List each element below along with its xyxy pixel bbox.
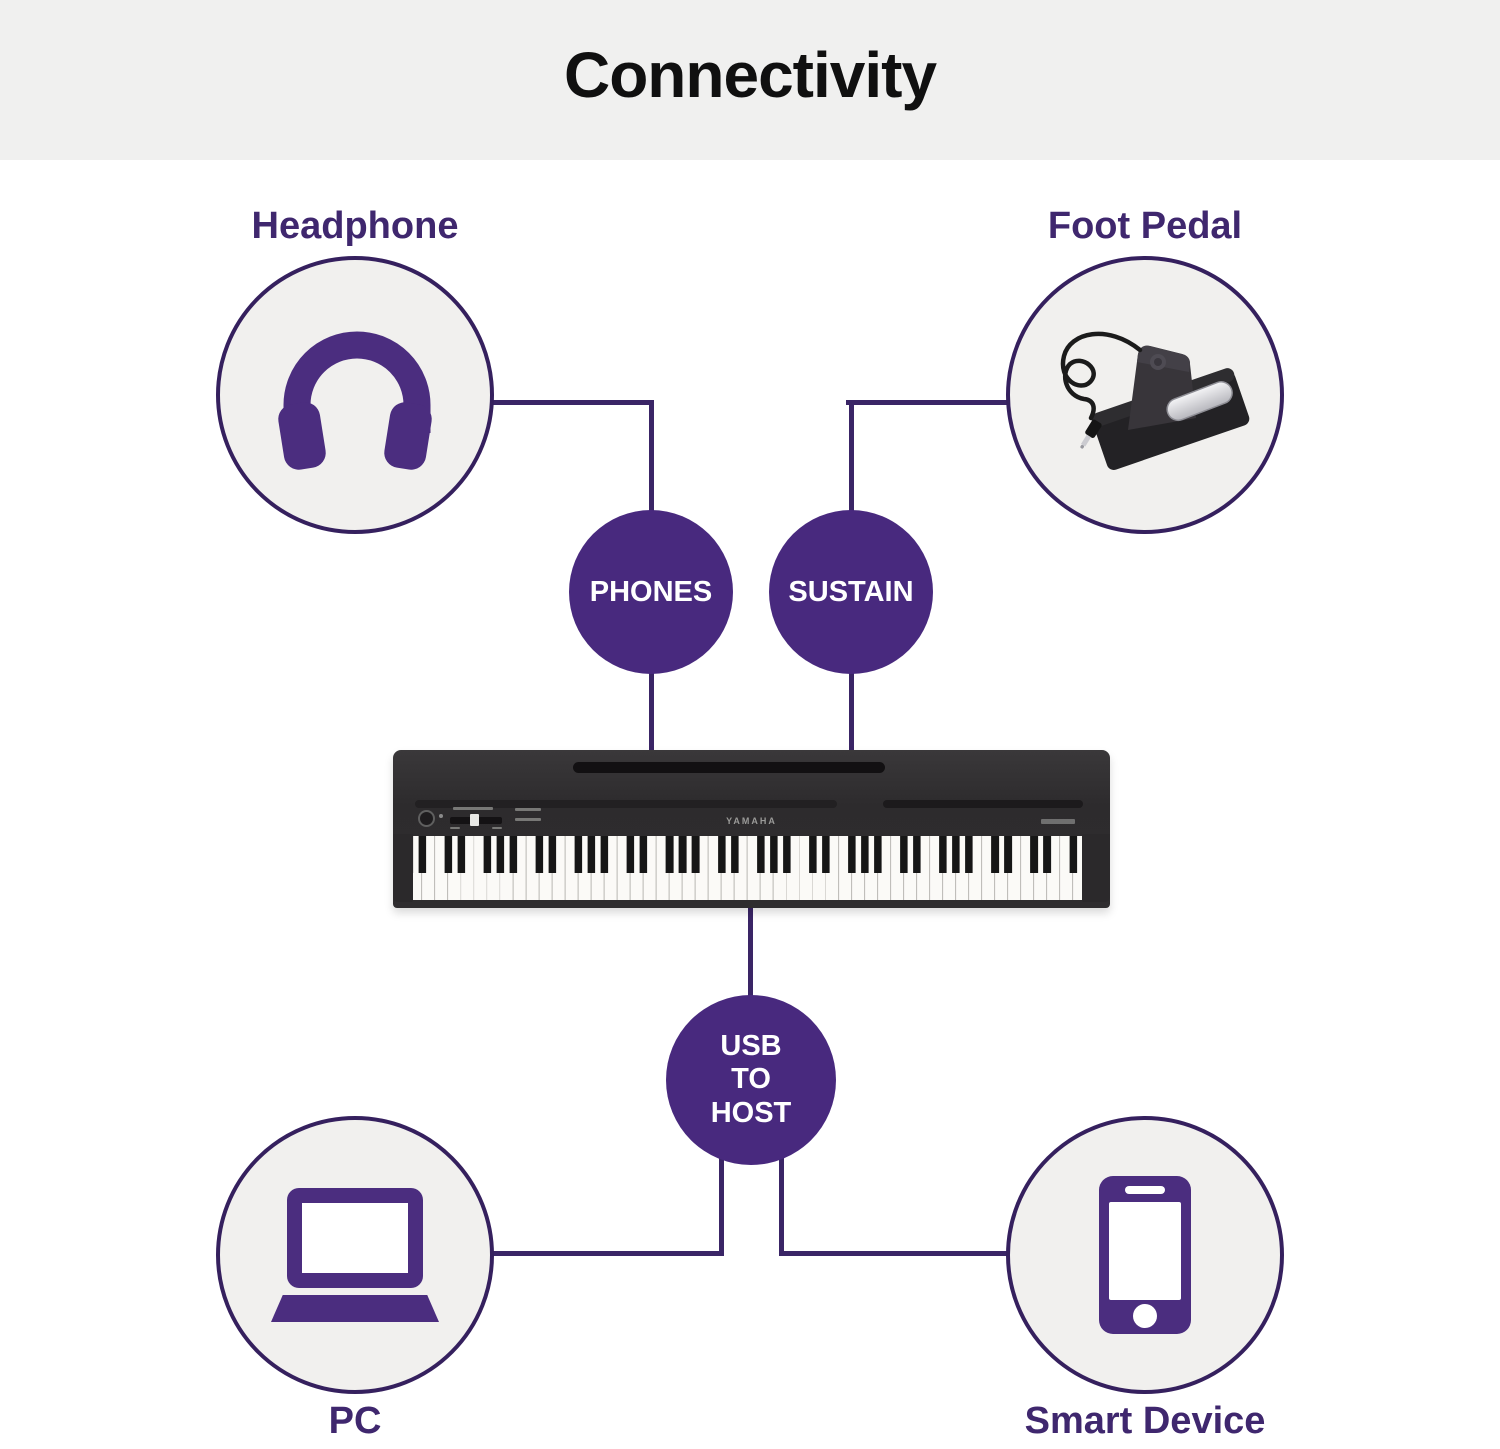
- piano-volume-knob: [470, 814, 479, 826]
- smartphone-icon: [1099, 1176, 1191, 1334]
- foot-pedal-label: Foot Pedal: [1047, 205, 1243, 247]
- piano-min-caption: [450, 827, 460, 829]
- piano-power-button: [418, 810, 435, 827]
- laptop-icon: [271, 1188, 439, 1322]
- connector-footpedal-sustain-horizontal: [846, 400, 1013, 405]
- piano-endcap-right: [1082, 834, 1110, 902]
- piano-volume-caption: [453, 807, 493, 810]
- smartphone-screen: [1109, 1202, 1181, 1300]
- headphone-label: Headphone: [251, 205, 459, 247]
- headphones-icon: [253, 309, 457, 481]
- usb-to-host-port-badge: USB TO HOST: [666, 995, 836, 1165]
- smartphone-speaker-slot: [1125, 1186, 1165, 1194]
- usb-to-host-line2: TO: [731, 1063, 771, 1096]
- connector-usb-pc-horizontal: [490, 1251, 724, 1256]
- connector-usb-left-vertical: [719, 1155, 724, 1256]
- connector-headphone-phones-vertical: [649, 402, 654, 514]
- phones-port-badge: PHONES: [569, 510, 733, 674]
- connector-phones-piano: [649, 668, 654, 754]
- connector-footpedal-sustain-vertical: [849, 402, 854, 514]
- pc-label: PC: [328, 1400, 382, 1442]
- smart-device-circle: [1006, 1116, 1284, 1394]
- piano-black-keys: [413, 836, 1090, 873]
- connector-headphone-phones-horizontal: [487, 400, 654, 405]
- phones-port-label: PHONES: [589, 575, 713, 608]
- sustain-port-label: SUSTAIN: [788, 575, 914, 608]
- connector-piano-usb: [748, 900, 753, 1000]
- usb-to-host-line1: USB: [720, 1029, 782, 1062]
- smartphone-home-button: [1133, 1304, 1157, 1328]
- yamaha-logo: YAMAHA: [726, 816, 777, 826]
- piano-function-caption-1: [515, 808, 541, 811]
- pc-circle: [216, 1116, 494, 1394]
- piano-model-tag: [1041, 819, 1075, 824]
- connector-usb-smartdevice-horizontal: [779, 1251, 1012, 1256]
- piano-ledge-left: [415, 800, 837, 808]
- piano-ledge-right: [883, 800, 1083, 808]
- digital-piano-image: YAMAHA: [393, 750, 1110, 908]
- piano-endcap-left: [393, 834, 413, 902]
- piano-function-caption-2: [515, 818, 541, 821]
- foot-pedal-circle: [1006, 256, 1284, 534]
- connector-sustain-piano: [849, 668, 854, 754]
- laptop-base: [271, 1295, 439, 1322]
- laptop-screen: [287, 1188, 423, 1288]
- piano-music-rest-slot: [573, 762, 885, 773]
- header-band: [0, 0, 1500, 160]
- page-title: Connectivity: [563, 39, 937, 111]
- connector-usb-right-vertical: [779, 1155, 784, 1256]
- piano-max-caption: [492, 827, 502, 829]
- usb-to-host-line3: HOST: [710, 1096, 792, 1129]
- piano-power-led: [439, 814, 443, 818]
- sustain-pedal-image: [1024, 292, 1266, 498]
- smart-device-label: Smart Device: [1024, 1400, 1266, 1442]
- headphone-circle: [216, 256, 494, 534]
- sustain-port-badge: SUSTAIN: [769, 510, 933, 674]
